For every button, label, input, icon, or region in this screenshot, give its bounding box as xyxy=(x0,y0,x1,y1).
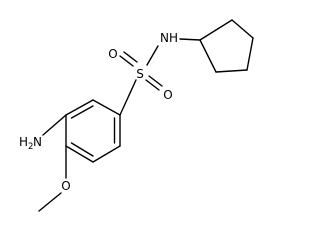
amino-h-label: H xyxy=(19,135,28,149)
ring-bond-top-right xyxy=(92,99,121,116)
bond-s-to-nh xyxy=(146,45,159,66)
methoxy-group: O xyxy=(38,145,71,212)
ring-double-bond-bottom-left xyxy=(70,142,94,157)
bond-s-o-lower-b xyxy=(148,75,163,87)
cyclopentane-ring xyxy=(199,19,254,73)
ring-bond-top-left xyxy=(65,99,94,116)
bond-s-o-upper-b xyxy=(123,51,138,63)
bond-ring-to-amino xyxy=(42,114,67,136)
ring-double-bond-top-left xyxy=(70,105,94,119)
cyclopentane-bond-1 xyxy=(199,19,233,41)
amino-n-label: N xyxy=(33,135,42,149)
amino-group: H 2 N xyxy=(19,114,67,152)
cyclopentane-bond-3 xyxy=(246,37,254,71)
bond-s-o-lower-a xyxy=(145,79,160,91)
sulfur-atom-label: S xyxy=(136,67,144,81)
oxygen-atom-label-lower: O xyxy=(163,88,172,102)
benzene-ring xyxy=(65,99,121,163)
bond-nh-to-cyclopentyl xyxy=(179,38,201,41)
amide-nh-label: NH xyxy=(160,31,178,45)
ring-bond-bottom-right xyxy=(92,145,121,163)
oxygen-atom-label-upper: O xyxy=(108,47,117,61)
bond-ring-to-sulfur xyxy=(119,79,137,116)
methoxy-oxygen-label: O xyxy=(61,179,70,193)
cyclopentane-bond-4 xyxy=(215,69,248,73)
bond-methoxy-o-to-methyl xyxy=(38,192,62,212)
molecule-structure-diagram: S O O NH H 2 N O xyxy=(19,19,254,212)
amino-subscript-2: 2 xyxy=(28,142,33,152)
cyclopentane-bond-5 xyxy=(199,39,217,73)
bond-s-o-upper-a xyxy=(119,55,134,67)
ring-bond-bottom-left xyxy=(65,145,94,163)
cyclopentane-bond-2 xyxy=(231,19,254,39)
sulfonyl-group: S O O xyxy=(108,45,173,102)
